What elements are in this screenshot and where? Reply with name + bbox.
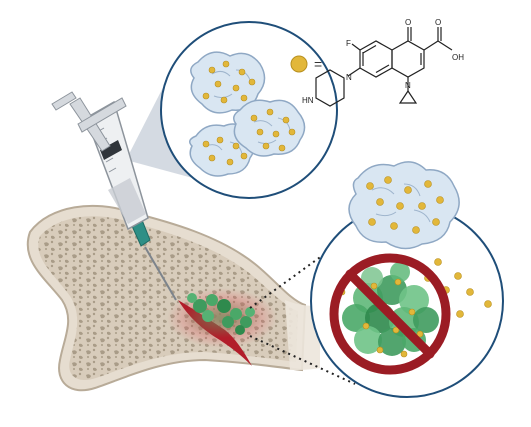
drug-particles-in-hydrogel <box>202 60 296 166</box>
equals-sign: = <box>314 56 322 72</box>
atom-label-hn: HN <box>302 96 314 105</box>
prohibition-sign-icon <box>329 253 451 375</box>
hydrogel-cluster-3 <box>233 99 306 157</box>
hydrogel-cluster-4 <box>348 161 460 250</box>
syringe-icon <box>51 91 177 301</box>
drug-particle-icon <box>290 55 308 73</box>
atom-label-f: F <box>346 39 351 48</box>
atom-label-oh: OH <box>452 53 464 62</box>
atom-label-n1: N <box>405 81 411 90</box>
fluoroquinolone-structure <box>315 27 453 107</box>
fluoroquinolone-labels: F O O OH N N HN <box>302 18 464 105</box>
zoom-leader-lines <box>249 249 356 385</box>
bacteria-colony-small <box>187 293 255 335</box>
atom-label-o2: O <box>435 18 441 27</box>
hydrogel-zoom-circle <box>160 21 338 199</box>
bone-shaft-end <box>285 300 320 370</box>
infection-site <box>167 288 277 366</box>
infection-zoom-circle <box>310 161 504 398</box>
atom-label-o: O <box>405 18 411 27</box>
atom-label-n2: N <box>346 73 352 82</box>
drug-legend: = <box>290 55 322 73</box>
